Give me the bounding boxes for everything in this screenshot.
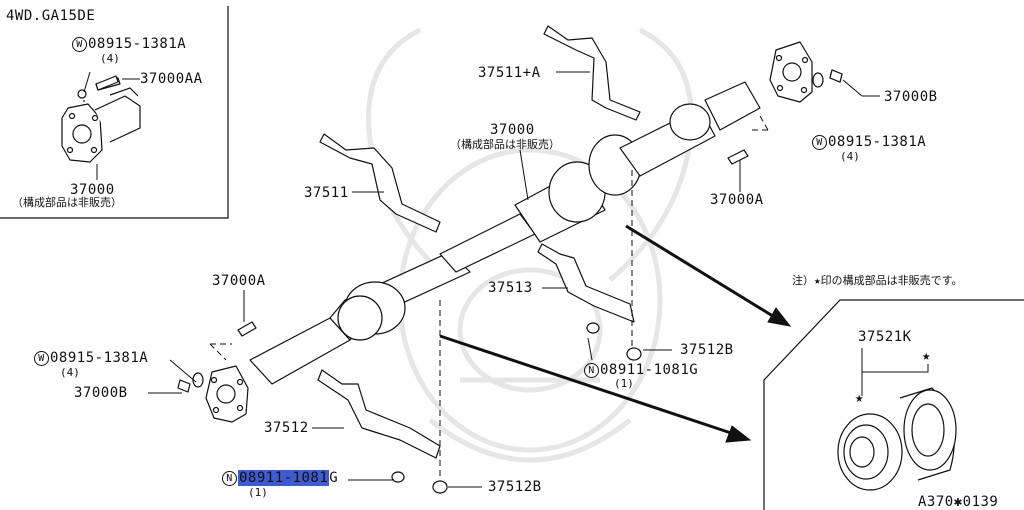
detail-frame (763, 299, 1024, 510)
label-37511A: 37511+A (478, 65, 541, 81)
left-flange (177, 365, 249, 423)
watermark-emblem (366, 27, 694, 463)
washer-symbol: W (72, 37, 87, 52)
nut-37512B-low (432, 480, 448, 494)
bolt-37000AA (95, 75, 119, 91)
inset-flange (61, 77, 141, 163)
label-nut-low-qty: (1) (248, 486, 268, 499)
label-nut-low-suffix: G (329, 470, 339, 486)
label-37000B-right: 37000B (884, 89, 938, 105)
bolt-37000A-left (237, 321, 257, 337)
label-37000: 37000 (490, 122, 535, 138)
star-mark-left: ★ (855, 390, 864, 406)
washer-symbol: W (812, 135, 827, 150)
label-37521K: 37521K (858, 329, 912, 345)
nut-37512B-mid (626, 347, 642, 361)
inset-shaft-note: （構成部品は非販売） (12, 196, 122, 209)
label-nut-mid-qty: (1) (614, 377, 634, 390)
label-37513: 37513 (488, 280, 533, 296)
bracket-37512 (317, 369, 441, 459)
label-37512B-low: 37512B (488, 479, 542, 495)
label-37000A-left: 37000A (212, 273, 266, 289)
inset-bolt-label: 37000AA (140, 71, 203, 87)
nut-symbol: N (222, 471, 237, 486)
inset-washer-part: 08915-1381A (88, 36, 187, 52)
bracket-37511 (319, 133, 441, 233)
inset-washer-qty: (4) (100, 52, 120, 65)
star-mark-right: ★ (922, 348, 931, 364)
bearing-detail (837, 387, 957, 491)
label-37000A-right: 37000A (710, 192, 764, 208)
inset-frame (0, 6, 229, 219)
washer-symbol: W (34, 351, 49, 366)
highlighted-part-number[interactable]: 08911-1081 (238, 470, 330, 486)
propeller-shaft (249, 81, 761, 385)
bolt-37000A-right (727, 149, 749, 165)
label-washer-right-part: 08915-1381A (828, 134, 927, 150)
label-washer-left-qty: (4) (60, 366, 80, 379)
label-37512: 37512 (264, 420, 309, 436)
label-nut-mid-part: 08911-1081G (600, 362, 699, 378)
nut-symbol: N (584, 363, 599, 378)
inset-shaft-label: 37000 (70, 182, 115, 198)
bracket-37513 (537, 243, 635, 323)
label-washer-left-part: 08915-1381A (50, 350, 149, 366)
label-37512B-mid: 37512B (680, 342, 734, 358)
nut-37000B-right (829, 69, 843, 83)
inset-model-label: 4WD.GA15DE (6, 8, 96, 24)
nut-mid (586, 322, 600, 334)
label-37000-note: （構成部品は非販売） (450, 138, 560, 151)
label-37000B-left: 37000B (74, 385, 128, 401)
bracket-37511A (543, 25, 641, 121)
label-37511: 37511 (304, 185, 349, 201)
label-washer-right-qty: (4) (840, 150, 860, 163)
nut-low (391, 471, 405, 483)
diagram-code: A370✱0139 (918, 494, 999, 510)
note-non-sale: 注）★印の構成部品は非販売です。 (792, 274, 963, 287)
